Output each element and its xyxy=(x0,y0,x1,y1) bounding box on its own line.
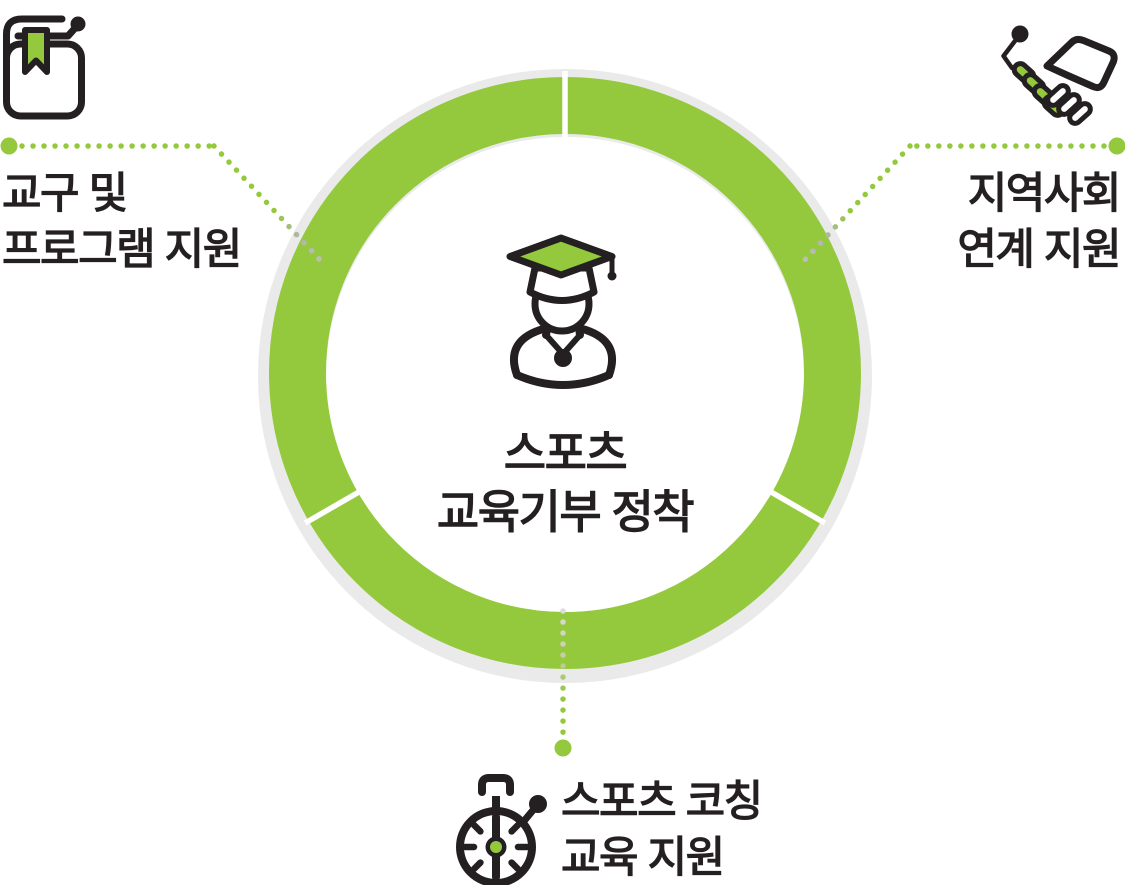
handshake-icon xyxy=(1001,25,1118,126)
ring-segment-dividers xyxy=(303,71,827,526)
book-bookmark-icon xyxy=(3,15,86,120)
label-line-1: 교구 및 xyxy=(2,170,128,218)
center-title-line-1: 스포츠 xyxy=(503,427,628,479)
connector-top-left xyxy=(0,137,325,265)
label-line-1: 스포츠 코칭 xyxy=(561,778,763,826)
label-line-2: 프로그램 지원 xyxy=(2,226,242,274)
label-line-1: 지역사회 xyxy=(967,170,1122,218)
connector-bottom xyxy=(554,608,572,757)
ring xyxy=(258,69,872,683)
label-sports-coaching: 스포츠 코칭 교육 지원 xyxy=(561,774,763,885)
stopwatch-icon xyxy=(456,774,547,885)
label-line-2: 교육 지원 xyxy=(561,834,725,882)
connector-endpoint-dot xyxy=(554,739,572,757)
graduate-icon xyxy=(506,234,617,389)
label-line-2: 연계 지원 xyxy=(957,226,1121,274)
center-title: 스포츠 교육기부 정착 xyxy=(436,424,695,542)
connector-top-right xyxy=(800,137,1125,265)
center-title-line-2: 교육기부 정착 xyxy=(436,486,695,538)
connector-endpoint-dot xyxy=(1108,137,1125,155)
label-community-link: 지역사회 연계 지원 xyxy=(957,166,1122,278)
connector-endpoint-dot xyxy=(0,137,18,155)
label-teaching-tools: 교구 및 프로그램 지원 xyxy=(2,166,242,278)
